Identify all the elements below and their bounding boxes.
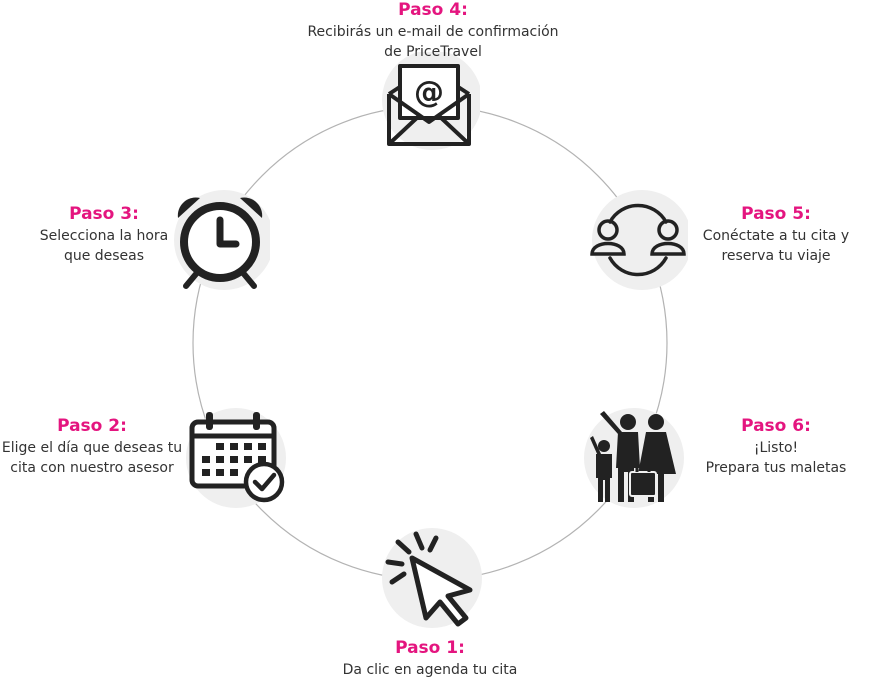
step-3-desc-line-2: que deseas bbox=[63, 248, 145, 264]
step-3-desc-line-1: Selecciona la hora bbox=[39, 228, 169, 244]
step-1-desc-line-1: Da clic en agenda tu cita bbox=[342, 662, 518, 678]
step-4-desc-line-2: de PriceTravel bbox=[384, 44, 482, 60]
step-2-icon-wrap bbox=[186, 408, 286, 508]
step-1-text: Paso 1: Da clic en agenda tu cita bbox=[310, 638, 550, 680]
step-1-icon-wrap bbox=[382, 528, 482, 628]
people-connect-icon bbox=[590, 190, 688, 290]
step-5-title: Paso 5: bbox=[741, 204, 811, 224]
step-2-desc-line-1: Elige el día que deseas tu bbox=[1, 440, 183, 456]
step-3-title: Paso 3: bbox=[69, 204, 139, 224]
step-6-text: Paso 6: ¡Listo! Prepara tus maletas bbox=[690, 416, 862, 478]
calendar-check-icon bbox=[186, 408, 286, 508]
step-5-desc-line-2: reserva tu viaje bbox=[721, 248, 831, 264]
step-6-desc-line-2: Prepara tus maletas bbox=[705, 460, 847, 476]
family-luggage-icon bbox=[584, 408, 684, 508]
svg-text:@: @ bbox=[414, 75, 444, 110]
step-2-text: Paso 2: Elige el día que deseas tu cita … bbox=[0, 416, 184, 478]
step-1-title: Paso 1: bbox=[395, 638, 465, 658]
step-5-icon-wrap bbox=[588, 190, 688, 290]
step-6-title: Paso 6: bbox=[741, 416, 811, 436]
step-6-icon-wrap bbox=[584, 408, 684, 508]
step-4-desc-line-1: Recibirás un e-mail de confirmación bbox=[307, 24, 559, 40]
step-6-desc-line-1: ¡Listo! bbox=[753, 440, 799, 456]
step-4-title: Paso 4: bbox=[398, 0, 468, 20]
step-4-icon-wrap: @ bbox=[380, 52, 480, 152]
step-3-icon-wrap bbox=[170, 190, 270, 290]
step-5-desc-line-1: Conéctate a tu cita y bbox=[702, 228, 850, 244]
step-2-title: Paso 2: bbox=[57, 416, 127, 436]
step-2-desc-line-2: cita con nuestro asesor bbox=[10, 460, 174, 476]
step-5-text: Paso 5: Conéctate a tu cita y reserva tu… bbox=[690, 204, 862, 266]
email-envelope-icon: @ bbox=[382, 52, 480, 150]
step-4-text: Paso 4: Recibirás un e-mail de confirmac… bbox=[283, 0, 583, 62]
alarm-clock-icon bbox=[174, 190, 270, 290]
cursor-click-icon bbox=[382, 528, 482, 628]
step-3-text: Paso 3: Selecciona la hora que deseas bbox=[24, 204, 184, 266]
